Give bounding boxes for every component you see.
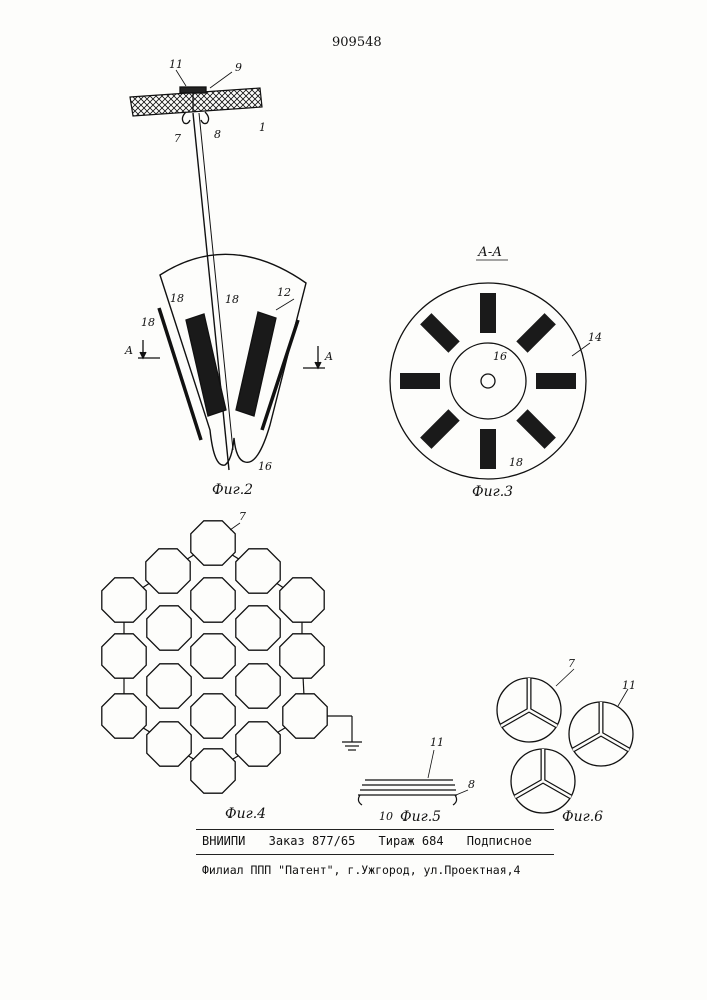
fig4-octagon-cell bbox=[236, 722, 280, 766]
hook-8 bbox=[201, 112, 209, 124]
magnet-18-left bbox=[186, 314, 226, 416]
clip-left bbox=[358, 795, 362, 805]
fig6-drawing bbox=[497, 669, 633, 813]
imprint-subscription: Подписное bbox=[467, 834, 532, 848]
mount-cap bbox=[180, 87, 206, 93]
fig4-octagon-cell bbox=[191, 578, 235, 622]
fig4-octagon-cell bbox=[191, 694, 235, 738]
fig6-label-11: 11 bbox=[622, 679, 636, 692]
fig2-label-9: 9 bbox=[235, 61, 242, 74]
fig3-section-title: А-А bbox=[477, 245, 502, 260]
fig4-octagon-cell bbox=[102, 694, 146, 738]
fig4-octagon-cell bbox=[102, 634, 146, 678]
suspension-rod bbox=[193, 113, 229, 470]
fig2-drawing bbox=[130, 70, 325, 470]
imprint-org: ВНИИПИ bbox=[202, 834, 245, 848]
fig5-drawing bbox=[358, 750, 468, 805]
fig5-label-11: 11 bbox=[430, 736, 444, 749]
fig2-label-7: 7 bbox=[174, 132, 181, 145]
fig5-label-8: 8 bbox=[468, 778, 475, 791]
clip-right bbox=[453, 795, 457, 805]
fig4-octagon-cell bbox=[191, 521, 235, 565]
fig2-label-11: 11 bbox=[169, 58, 183, 71]
fig3-label-16: 16 bbox=[493, 350, 507, 363]
fig4-caption: Фиг.4 bbox=[225, 806, 266, 822]
fig3-drawing bbox=[390, 283, 590, 479]
fig5-caption: Фиг.5 bbox=[400, 809, 441, 825]
fig2-label-18a: 18 bbox=[170, 292, 184, 305]
split-disc-7 bbox=[497, 678, 561, 742]
fig4-octagon-cell bbox=[147, 722, 191, 766]
fig2-label-8: 8 bbox=[214, 128, 221, 141]
fig4-octagon-cell bbox=[147, 664, 191, 708]
split-disc-third bbox=[511, 749, 575, 813]
fig4-octagon-cell bbox=[191, 749, 235, 793]
imprint-line-1: ВНИИПИ Заказ 877/65 Тираж 684 Подписное bbox=[202, 834, 548, 848]
fig4-octagon-cell bbox=[147, 606, 191, 650]
inner-ring bbox=[450, 343, 526, 419]
fig2-caption: Фиг.2 bbox=[212, 482, 253, 498]
split-disc-11 bbox=[569, 702, 633, 766]
fig4-octagon-cell bbox=[236, 664, 280, 708]
fig4-label-7: 7 bbox=[239, 510, 246, 523]
fig6-caption: Фиг.6 bbox=[562, 809, 603, 825]
fig3-caption: Фиг.3 bbox=[472, 484, 513, 500]
fig4-octagon-cell bbox=[146, 549, 190, 593]
radial-magnets bbox=[400, 293, 576, 469]
fig2-label-A-left: A bbox=[124, 344, 133, 357]
fig4-octagon-cell bbox=[236, 549, 280, 593]
patent-number: 909548 bbox=[332, 35, 382, 50]
imprint-order: Заказ 877/65 bbox=[269, 834, 356, 848]
imprint-middle-rule bbox=[196, 854, 554, 855]
imprint-run: Тираж 684 bbox=[379, 834, 444, 848]
fig4-octagon-cell bbox=[280, 578, 324, 622]
fig3-label-18: 18 bbox=[509, 456, 523, 469]
fig3-label-14: 14 bbox=[588, 331, 602, 344]
center-hole bbox=[481, 374, 495, 388]
imprint-top-rule bbox=[196, 829, 554, 830]
fig2-label-A-right: A bbox=[324, 350, 333, 363]
fig6-label-7: 7 bbox=[568, 657, 575, 670]
fig5-label-10: 10 bbox=[379, 810, 393, 823]
fig4-octagon-array bbox=[102, 521, 327, 793]
fig2-label-18b: 18 bbox=[225, 293, 239, 306]
fig4-octagon-cell bbox=[191, 634, 235, 678]
fig2-label-1: 1 bbox=[259, 121, 266, 134]
fig4-octagon-cell bbox=[102, 578, 146, 622]
fig4-octagon-cell bbox=[283, 694, 327, 738]
fig2-label-12: 12 bbox=[277, 286, 291, 299]
fig4-octagon-cell bbox=[236, 606, 280, 650]
fig2-label-18c: 18 bbox=[141, 316, 155, 329]
fig2-label-16: 16 bbox=[258, 460, 272, 473]
hook-7 bbox=[182, 112, 190, 124]
ground-symbol bbox=[327, 716, 362, 750]
fig4-octagon-cell bbox=[280, 634, 324, 678]
imprint-branch: Филиал ППП "Патент", г.Ужгород, ул.Проек… bbox=[202, 863, 521, 877]
